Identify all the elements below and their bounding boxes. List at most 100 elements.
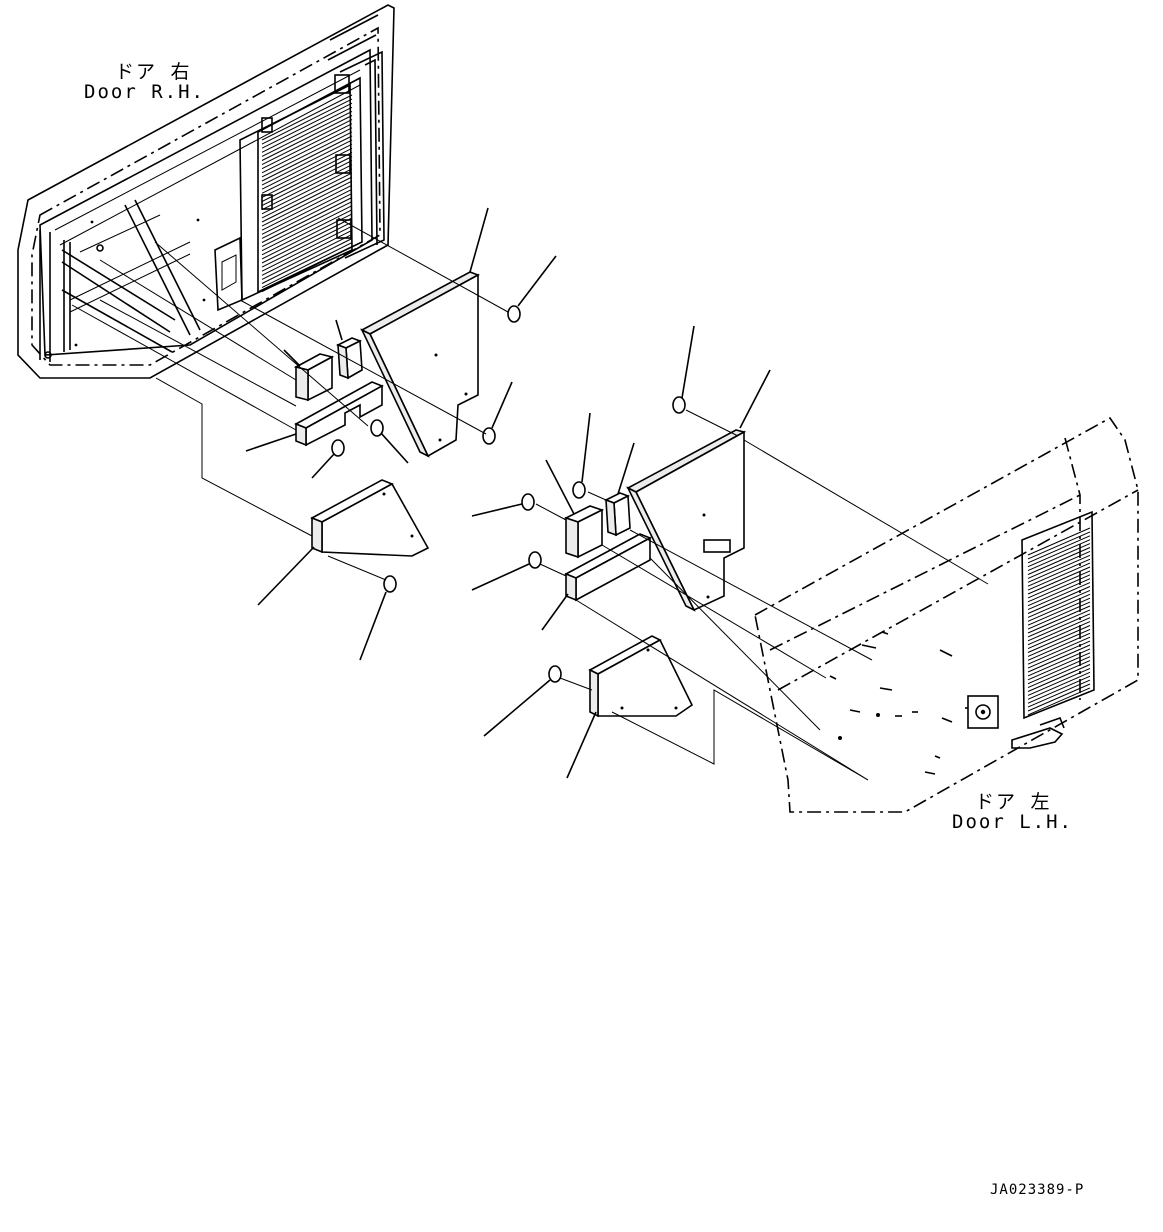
grille-slat	[1027, 605, 1091, 634]
pad-large-lh	[626, 429, 747, 612]
grille-slat	[261, 176, 353, 223]
door-rh	[17, 4, 395, 379]
grille-slat	[261, 209, 353, 256]
grille-slat	[1027, 589, 1091, 618]
grille-slat	[1027, 527, 1091, 556]
grille-slat	[1027, 640, 1091, 669]
grille-slat	[261, 238, 353, 284]
grille-slat	[261, 205, 353, 252]
grille-slat	[261, 217, 353, 264]
grille-slat	[1027, 582, 1091, 611]
grille-slat	[261, 221, 353, 268]
grille-slat	[1027, 675, 1091, 704]
pad-triangle-lh	[588, 635, 694, 718]
door-rh-grille	[261, 94, 353, 293]
grille-slat	[1027, 547, 1091, 575]
grille-slat	[261, 156, 353, 202]
grille-slat	[1027, 683, 1091, 712]
grille-slat	[261, 168, 353, 215]
door-lh	[754, 416, 1139, 813]
grille-slat	[1027, 613, 1091, 642]
door-rh-label-en: Door R.H.	[84, 81, 205, 103]
grille-slat	[261, 184, 353, 231]
grille-slat	[1027, 562, 1091, 591]
drawing-code: JA023389-P	[990, 1182, 1085, 1198]
grille-slat	[1027, 625, 1091, 653]
grille-slat	[1027, 593, 1091, 622]
grille-slat	[261, 225, 353, 272]
pad-small-a-rh	[293, 353, 335, 402]
grille-slat	[261, 188, 353, 235]
grille-slat	[1027, 597, 1091, 626]
grille-slat	[1027, 558, 1091, 587]
grille-slat	[261, 160, 353, 207]
door-lh-label-jp: ドア 左	[975, 791, 1052, 813]
pad-small-b-rh	[336, 337, 363, 380]
pad-long-lh	[564, 533, 652, 602]
pad-triangle-rh	[310, 479, 430, 557]
grille-slat	[261, 98, 353, 145]
grille-slat	[261, 213, 353, 260]
grille-slat	[1027, 586, 1091, 614]
grille-slat	[261, 94, 353, 141]
grille-slat	[261, 192, 353, 239]
assembly-lines	[71, 217, 989, 781]
grille-slat	[1027, 543, 1091, 572]
grille-slat	[1027, 667, 1091, 696]
door-rh-label-jp: ドア 右	[115, 61, 192, 83]
grille-slat	[261, 197, 353, 243]
grille-slat	[1027, 535, 1091, 564]
grille-slat	[1027, 539, 1091, 568]
grille-slat	[261, 246, 353, 293]
grille-slat	[261, 127, 353, 174]
grille-slat	[261, 233, 353, 280]
pad-notched-rh	[294, 381, 384, 447]
grille-slat	[261, 143, 353, 190]
grille-slat	[1027, 664, 1091, 692]
grille-slat	[261, 131, 353, 178]
grille-slat	[261, 164, 353, 211]
grille-slat	[1027, 570, 1091, 599]
grille-slat	[1027, 550, 1091, 579]
grille-slat	[1027, 660, 1091, 689]
grille-slat	[261, 139, 353, 186]
grille-slat	[1027, 621, 1091, 650]
grille-slat	[261, 123, 353, 170]
grille-slat	[261, 135, 353, 182]
grille-slat	[261, 115, 353, 161]
grille-slat	[1027, 644, 1091, 673]
grille-slat	[261, 102, 353, 149]
grille-slat	[1027, 554, 1091, 583]
pad-large-rh	[360, 271, 480, 458]
grille-slat	[1027, 648, 1091, 677]
grille-slat	[1027, 609, 1091, 638]
grille-slat	[261, 110, 353, 157]
door-lh-label-en: Door L.H.	[952, 811, 1073, 833]
grille-slat	[261, 151, 353, 198]
grille-slat	[1027, 679, 1091, 708]
grille-slat	[1027, 632, 1091, 661]
pad-small-b-lh	[604, 492, 631, 537]
grille-slat	[1027, 671, 1091, 700]
grille-slat	[261, 106, 353, 153]
grille-slat	[261, 242, 353, 289]
grille-slat	[261, 172, 353, 219]
grille-slat	[261, 119, 353, 166]
clips	[331, 305, 686, 683]
grille-slat	[1027, 566, 1091, 595]
grille-slat	[1027, 656, 1091, 685]
grille-slat	[1027, 628, 1091, 657]
grille-slat	[1027, 652, 1091, 681]
grille-slat	[261, 201, 353, 248]
grille-slat	[1027, 531, 1091, 560]
grille-slat	[1027, 636, 1091, 665]
leader-lines	[245, 207, 771, 779]
grille-slat	[1027, 601, 1091, 630]
grille-slat	[261, 229, 353, 276]
grille-slat	[261, 180, 353, 227]
grille-slat	[1027, 617, 1091, 646]
door-lh-grille	[1027, 527, 1091, 716]
grille-slat	[261, 147, 353, 194]
